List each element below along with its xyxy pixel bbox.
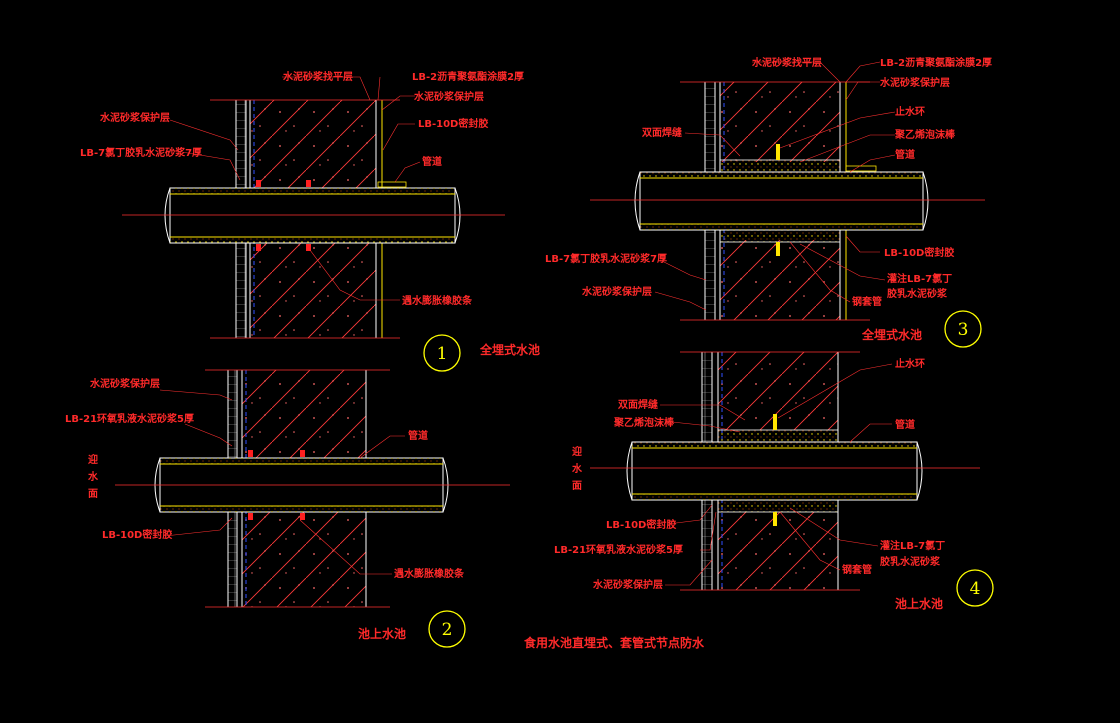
concrete-wall (250, 243, 376, 338)
label: 面 (572, 480, 582, 492)
detail-caption: 全埋式水池 (861, 327, 922, 342)
label: 管道 (895, 418, 915, 431)
detail-caption: 全埋式水池 (479, 342, 540, 357)
label: LB-10D密封胶 (102, 528, 172, 541)
brick-layer (228, 370, 237, 458)
brick-layer (705, 230, 715, 320)
detail-number-circle (428, 610, 466, 648)
detail-2: 2 池上水池 水泥砂浆保护层 LB-21环氧乳液水泥砂浆5厚 管道 迎 水 面 … (65, 369, 510, 648)
label: 聚乙烯泡沫棒 (613, 416, 675, 429)
label: 迎 (572, 445, 582, 458)
label: 胶乳水泥砂浆 (880, 555, 941, 568)
concrete-wall (250, 100, 376, 188)
label: 钢套管 (842, 563, 872, 576)
detail-number: 4 (970, 579, 981, 599)
label: 聚乙烯泡沫棒 (894, 128, 956, 141)
label: 面 (88, 488, 98, 500)
label: LB-10D密封胶 (606, 518, 676, 531)
brick-layer (236, 100, 246, 188)
detail-number-circle (423, 334, 461, 372)
detail-3: 3 全埋式水池 水泥砂浆找平层 LB-2沥青聚氨酯涂膜2厚 水泥砂浆保护层 止水… (545, 56, 992, 348)
label: 水泥砂浆保护层 (581, 285, 652, 298)
steel-sleeve (719, 229, 841, 243)
steel-sleeve (717, 429, 839, 443)
concrete-wall (242, 512, 366, 607)
brick-layer (236, 243, 246, 338)
label: LB-7氯丁胶乳水泥砂浆7厚 (545, 252, 667, 265)
label: 遇水膨胀橡胶条 (394, 567, 465, 580)
steel-sleeve (717, 499, 839, 513)
label: 双面焊缝 (642, 126, 682, 139)
detail-1: 1 全埋式水池 水泥砂浆找平层 LB-2沥青聚氨酯涂膜2厚 水泥砂浆保护层 LB… (80, 70, 540, 372)
label: 双面焊缝 (618, 398, 658, 411)
label: 灌注LB-7氯丁 (880, 539, 945, 552)
label: 钢套管 (852, 295, 882, 308)
label: 止水环 (895, 357, 925, 370)
detail-number: 1 (437, 344, 448, 364)
detail-number-circle (944, 310, 982, 348)
label: 胶乳水泥砂浆 (887, 287, 948, 300)
label: LB-21环氧乳液水泥砂浆5厚 (65, 412, 194, 425)
label: 管道 (422, 155, 442, 168)
pipe (639, 171, 924, 231)
brick-layer (705, 82, 715, 172)
detail-number-circle (956, 569, 994, 607)
detail-4: 4 池上水池 止水环 双面焊缝 聚乙烯泡沫棒 管道 迎 水 面 LB-10D密封… (554, 351, 994, 611)
label: 管道 (895, 148, 915, 161)
detail-caption: 池上水池 (358, 626, 406, 641)
label: 遇水膨胀橡胶条 (402, 294, 473, 307)
label: 水泥砂浆保护层 (413, 90, 484, 103)
label: LB-21环氧乳液水泥砂浆5厚 (554, 543, 683, 556)
label: LB-7氯丁胶乳水泥砂浆7厚 (80, 146, 202, 159)
label: 止水环 (895, 105, 925, 118)
pipe (169, 187, 456, 244)
label: 水 (87, 470, 99, 483)
concrete-wall (718, 512, 838, 590)
label: LB-10D密封胶 (418, 117, 488, 130)
label: 灌注LB-7氯丁 (887, 272, 952, 285)
label: 水泥砂浆找平层 (282, 70, 353, 83)
concrete-wall (718, 352, 838, 430)
label: 迎 (88, 453, 98, 466)
label: LB-10D密封胶 (884, 246, 954, 259)
label: 水 (571, 462, 583, 475)
label: 管道 (408, 429, 428, 442)
detail-number: 2 (442, 620, 453, 640)
brick-layer (228, 512, 237, 607)
pipe (631, 441, 918, 501)
label: 水泥砂浆保护层 (592, 578, 663, 591)
steel-sleeve (719, 159, 841, 173)
label: 水泥砂浆保护层 (99, 111, 170, 124)
label: 水泥砂浆保护层 (879, 76, 950, 89)
concrete-wall (242, 370, 366, 458)
label: LB-2沥青聚氨酯涂膜2厚 (412, 70, 524, 83)
detail-number: 3 (958, 320, 969, 340)
label: 水泥砂浆找平层 (751, 56, 822, 69)
label: 水泥砂浆保护层 (89, 377, 160, 390)
label: LB-2沥青聚氨酯涂膜2厚 (880, 56, 992, 69)
drawing-title: 食用水池直埋式、套管式节点防水 (523, 635, 705, 650)
detail-caption: 池上水池 (895, 596, 943, 611)
